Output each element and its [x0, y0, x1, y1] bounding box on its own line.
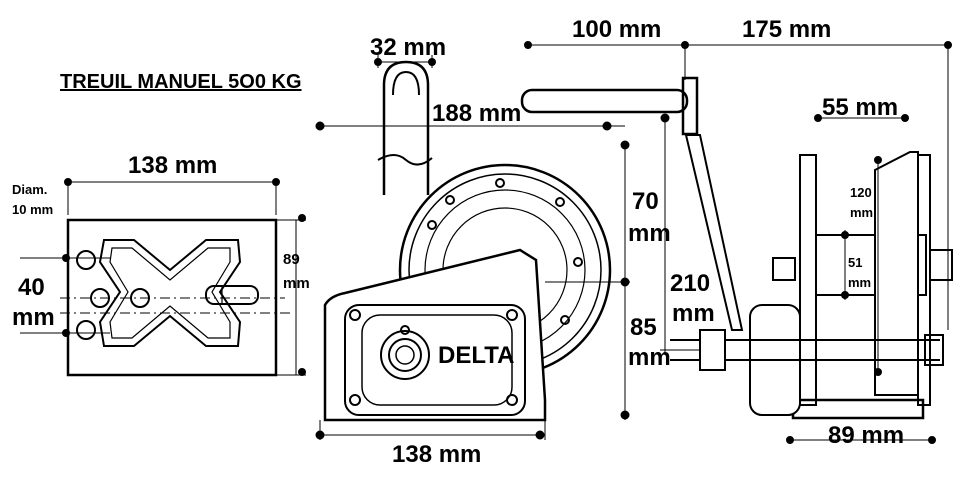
dim-flange-diam-value: 120	[850, 185, 872, 200]
dim-hole-spacing-value: 40	[18, 274, 45, 301]
dim-upper-height-unit: mm	[628, 220, 671, 247]
dim-drum-width: 55 mm	[822, 94, 899, 121]
dim-base-depth-value: 89	[283, 251, 300, 268]
dim-drum-diam-unit: mm	[848, 275, 872, 290]
base-plate-view	[20, 178, 306, 377]
winch-front-view	[670, 45, 953, 444]
dim-base-width: 138 mm	[128, 152, 218, 179]
dim-hole-spacing-unit: mm	[12, 304, 55, 331]
dim-lower-height-value: 85	[630, 314, 657, 341]
dim-drum-diam-value: 51	[848, 255, 863, 270]
dim-crank-height-value: 210	[670, 270, 711, 297]
dim-upper-height-value: 70	[632, 188, 659, 215]
dim-overall-width: 188 mm	[432, 100, 522, 127]
winch-side-view	[315, 55, 630, 440]
mount-hole	[76, 320, 96, 340]
dim-hole-diam-value: 10 mm	[12, 202, 54, 217]
dim-handle-width: 32 mm	[370, 34, 447, 61]
dim-crank-height-unit: mm	[672, 300, 715, 327]
dim-lower-height-unit: mm	[628, 344, 671, 371]
dim-crank-length: 100 mm	[572, 16, 662, 43]
dim-hole-diam-label: Diam.	[12, 182, 48, 197]
dim-side-base: 89 mm	[828, 422, 905, 449]
dim-flange-diam-unit: mm	[850, 205, 874, 220]
dim-base-depth-unit: mm	[283, 275, 310, 292]
dim-front-base-width: 138 mm	[392, 441, 482, 468]
dim-overall-depth: 175 mm	[742, 16, 832, 43]
drawing-title: TREUIL MANUEL 5O0 KG	[60, 71, 302, 93]
brand-label: DELTA	[438, 342, 515, 369]
slot	[205, 285, 259, 305]
mount-hole	[76, 250, 96, 270]
